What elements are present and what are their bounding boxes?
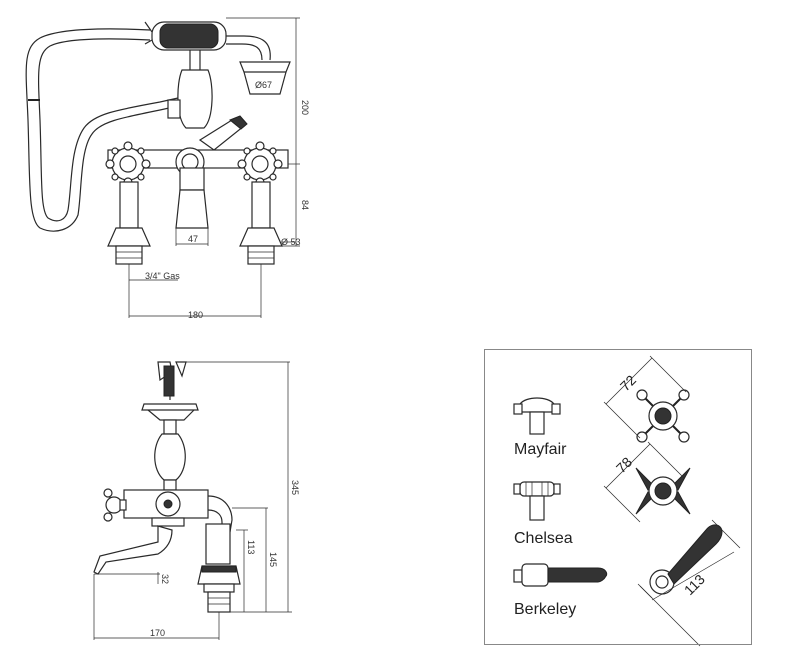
dim-height: 200 (300, 100, 310, 115)
dim-handset-dia: Ø67 (255, 80, 272, 90)
mayfair-cross-top-icon (603, 355, 690, 443)
side-elevation-drawing: 345 145 113 32 170 (93, 361, 300, 640)
dim-spout-drop: 32 (160, 574, 170, 584)
dim-height-2: 84 (300, 200, 310, 210)
dim-height-113: 113 (246, 540, 256, 554)
berkeley-lever-top-icon (637, 519, 741, 647)
dim-spout: 47 (188, 234, 198, 244)
berkeley-handle-icon (513, 563, 608, 587)
chelsea-cross-top-icon (603, 441, 691, 523)
berkeley-label: Berkeley (514, 601, 577, 618)
mayfair-label: Mayfair (514, 441, 567, 458)
front-elevation-drawing: Ø67 (25, 17, 310, 320)
dim-thread: 3/4" Gas (145, 271, 180, 281)
dim-height-145: 145 (268, 552, 278, 567)
handle-options-panel (484, 349, 752, 645)
dim-reach: 170 (150, 628, 165, 638)
chelsea-handle-icon (513, 481, 561, 521)
dim-total-height: 345 (290, 480, 300, 495)
dim-base-dia: Ø 53 (281, 237, 301, 247)
dim-centres: 180 (188, 310, 203, 320)
mayfair-handle-icon (513, 397, 561, 435)
chelsea-label: Chelsea (514, 530, 573, 547)
handle-options-drawings: 72 78 (513, 355, 741, 647)
